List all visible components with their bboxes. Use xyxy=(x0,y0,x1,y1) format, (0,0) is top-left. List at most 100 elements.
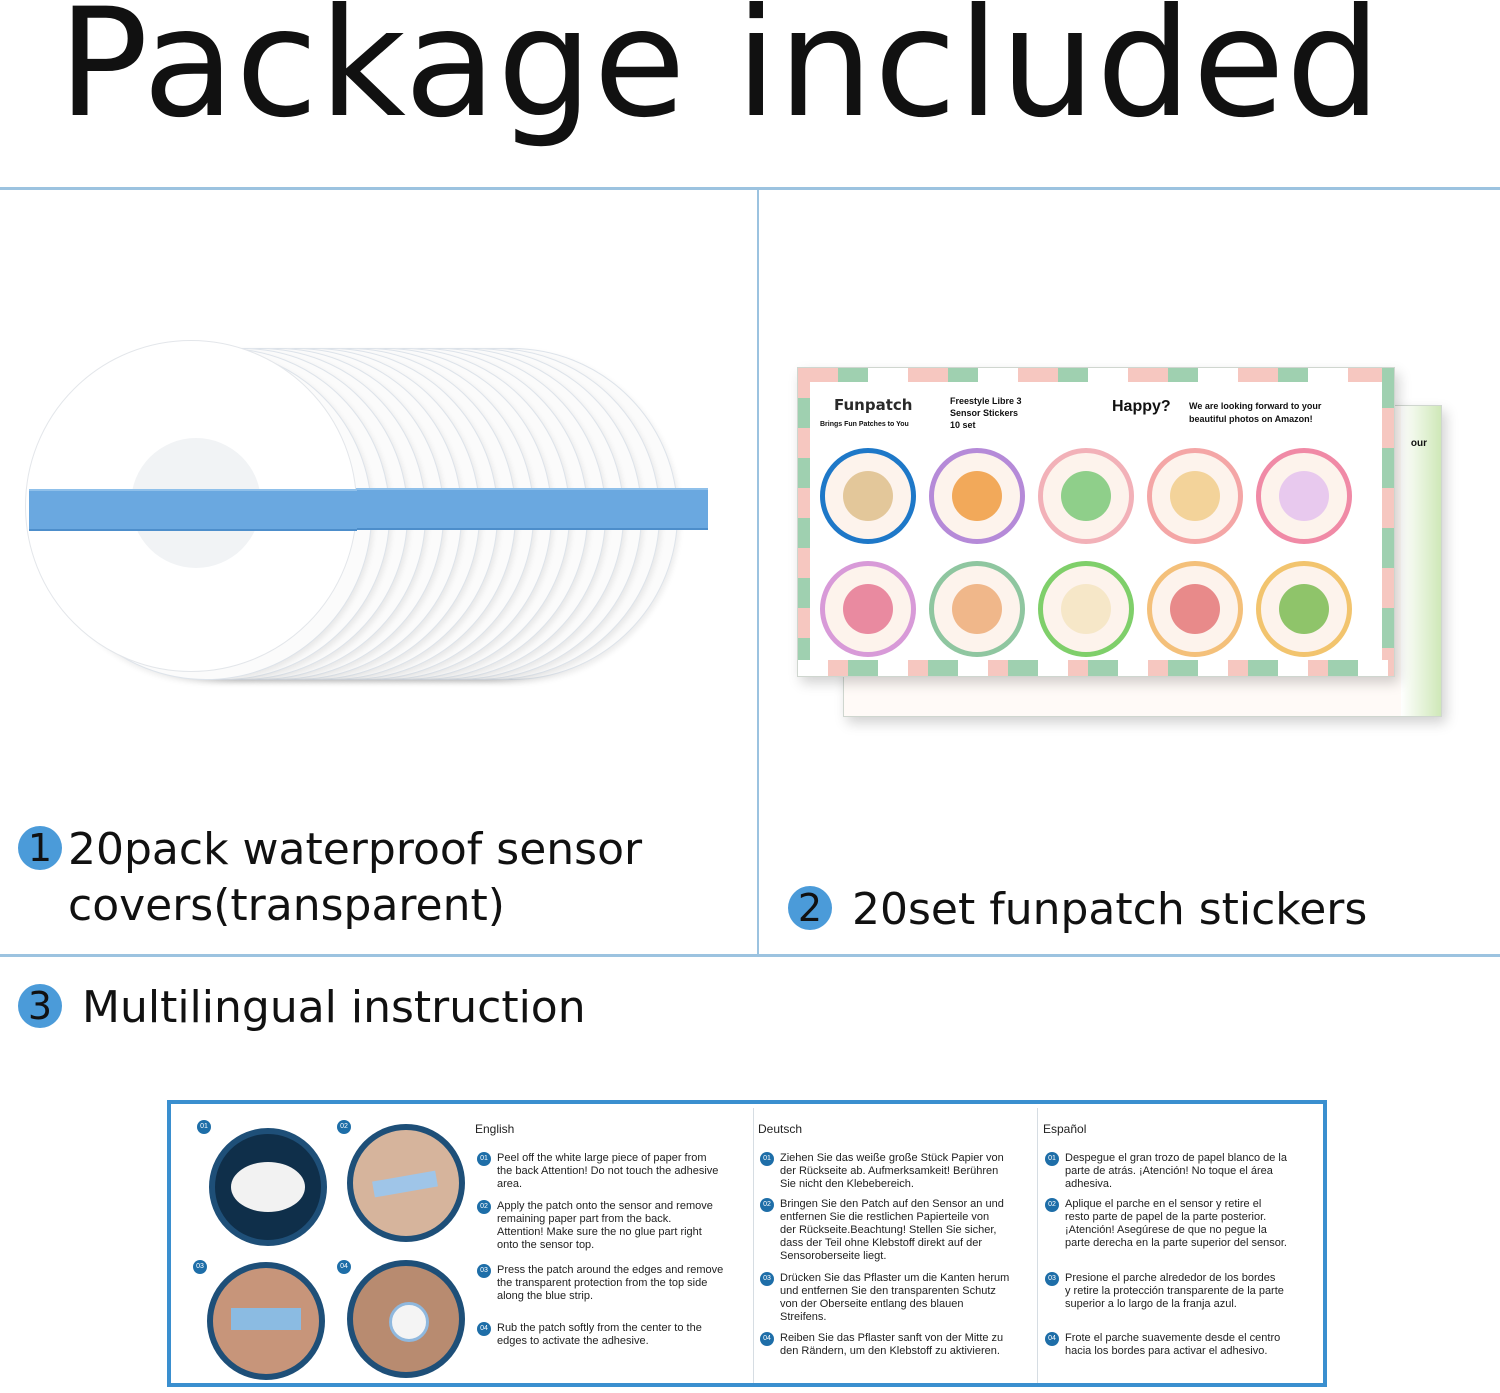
step-text-line: adhesiva. xyxy=(1065,1178,1113,1190)
middle-divider xyxy=(757,189,759,954)
step-text-line: Press the patch around the edges and rem… xyxy=(497,1264,724,1276)
step-text-line: Apply the patch onto the sensor and remo… xyxy=(497,1200,713,1212)
sheet-bottom-pattern xyxy=(798,660,1394,676)
step-text-line: hacia los bordes para activar el adhesiv… xyxy=(1065,1345,1268,1357)
message-line2: beautiful photos on Amazon! xyxy=(1189,414,1313,424)
step-text-line: parte de atrás. ¡Atención! No toque el á… xyxy=(1065,1165,1273,1177)
language-heading: Deutsch xyxy=(758,1122,803,1136)
step-text-line: Frote el parche suavemente desde el cent… xyxy=(1065,1332,1281,1344)
step-text-line: edges to activate the adhesive. xyxy=(497,1335,649,1347)
instruction-step: 02 Bringen Sie den Patch auf den Sensor a… xyxy=(760,1198,1042,1263)
step-number-badge: 04 xyxy=(1045,1332,1059,1346)
step-text-line: y retire la protección transparente de l… xyxy=(1065,1285,1284,1297)
instruction-step: 02 Apply the patch onto the sensor and re… xyxy=(477,1200,759,1252)
sticker-6 xyxy=(820,561,916,657)
page-title: Package included xyxy=(57,0,1383,151)
language-heading: Español xyxy=(1043,1122,1087,1136)
step-text-line: onto the sensor top. xyxy=(497,1239,595,1251)
happy-text: Happy? xyxy=(1112,398,1171,415)
front-sensor-cover xyxy=(25,340,357,672)
instruction-step: 01 Despegue el gran trozo de papel blanco… xyxy=(1045,1152,1327,1191)
photo-tag-4: 04 xyxy=(337,1260,351,1274)
step-text-line: der Rückseite.Beachtung! Stellen Sie sic… xyxy=(780,1224,997,1236)
instruction-step: 02 Aplique el parche en el sensor y retir… xyxy=(1045,1198,1327,1250)
step-text-line: Streifens. xyxy=(780,1311,827,1323)
photo-tag-1: 01 xyxy=(197,1120,211,1134)
step-text-line: parte derecha en la parte superior del s… xyxy=(1065,1237,1287,1249)
step-number-badge: 02 xyxy=(1045,1198,1059,1212)
sheet-left-pattern xyxy=(798,368,810,676)
message-line1: We are looking forward to your xyxy=(1189,401,1322,411)
step-text-line: Aplique el parche en el sensor y retire … xyxy=(1065,1198,1262,1210)
step-text-line: Attention! Make sure the no glue part ri… xyxy=(497,1226,702,1238)
sticker-character xyxy=(843,471,893,521)
step-text-line: den Rändern, um den Klebstoff zu aktivie… xyxy=(780,1345,1000,1357)
sticker-character xyxy=(1170,584,1220,634)
step-text-line: der Rückseite ab. Aufmerksamkeit! Berühr… xyxy=(780,1165,999,1177)
sticker-character xyxy=(1061,471,1111,521)
step-text-line: ¡Atención! Asegúrese de que no pegue la xyxy=(1065,1224,1267,1236)
sticker-2 xyxy=(929,448,1025,544)
sticker-3 xyxy=(1038,448,1134,544)
step-text-line: superior a lo largo de la franja azul. xyxy=(1065,1298,1237,1310)
item-2-caption: 2 20set funpatch stickers xyxy=(788,882,1367,938)
sticker-character xyxy=(1279,471,1329,521)
step-text-line: entfernen Sie die restlichen Papierteile… xyxy=(780,1211,990,1223)
step-number-badge: 02 xyxy=(477,1200,491,1214)
step-number-badge: 03 xyxy=(760,1272,774,1286)
sticker-character xyxy=(952,584,1002,634)
bottom-divider xyxy=(0,954,1500,957)
step-number-badge: 03 xyxy=(477,1264,491,1278)
step-number-badge: 01 xyxy=(477,1152,491,1166)
step-photo-apply xyxy=(347,1124,465,1242)
sticker-9 xyxy=(1147,561,1243,657)
sheet-back-peek-text: our xyxy=(1410,438,1427,449)
item-2-number: 2 xyxy=(788,886,832,930)
step-text-line: along the blue strip. xyxy=(497,1290,594,1302)
item-2-text: 20set funpatch stickers xyxy=(852,884,1368,935)
instruction-step: 03 Press the patch around the edges and r… xyxy=(477,1264,759,1303)
step-text-line: Sensoroberseite liegt. xyxy=(780,1250,887,1262)
product-line1: Freestyle Libre 3 xyxy=(950,396,1022,406)
brand-tagline: Brings Fun Patches to You xyxy=(820,421,909,428)
step-number-badge: 02 xyxy=(760,1198,774,1212)
item-1-number: 1 xyxy=(18,826,62,870)
instruction-step: 04 Frote el parche suavemente desde el ce… xyxy=(1045,1332,1327,1358)
step-text-line: und entfernen Sie den transparenten Schu… xyxy=(780,1285,996,1297)
sensor-covers-image xyxy=(20,340,740,690)
item-1-line1: 20pack waterproof sensor xyxy=(68,824,643,875)
step-photo-rub xyxy=(347,1260,465,1378)
step-text-line: resto parte de papel de la parte posteri… xyxy=(1065,1211,1267,1223)
sheet-back-leaf-edge xyxy=(1401,406,1441,716)
sticker-character xyxy=(952,471,1002,521)
photo-tag-2: 02 xyxy=(337,1120,351,1134)
sheet-right-pattern xyxy=(1382,368,1394,676)
step-text-line: Despegue el gran trozo de papel blanco d… xyxy=(1065,1152,1287,1164)
step-number-badge: 04 xyxy=(760,1332,774,1346)
front-blue-strip xyxy=(29,489,357,531)
step-text-line: Rub the patch softly from the center to … xyxy=(497,1322,702,1334)
step-text-line: Bringen Sie den Patch auf den Sensor an … xyxy=(780,1198,1004,1210)
step-photo-peel xyxy=(209,1128,327,1246)
sticker-1 xyxy=(820,448,916,544)
sticker-sheet-front: Funpatch Brings Fun Patches to You Frees… xyxy=(797,367,1395,677)
sticker-7 xyxy=(929,561,1025,657)
step-text-line: dass der Teil ohne Klebstoff direkt auf … xyxy=(780,1237,982,1249)
sticker-5 xyxy=(1256,448,1352,544)
item-1-line2: covers(transparent) xyxy=(68,880,505,931)
step-number-badge: 03 xyxy=(1045,1272,1059,1286)
column-separator-1 xyxy=(753,1108,754,1383)
sticker-8 xyxy=(1038,561,1134,657)
item-3-caption: 3 Multilingual instruction xyxy=(18,980,586,1036)
sticker-character xyxy=(1170,471,1220,521)
step-photo-press xyxy=(207,1262,325,1380)
step-number-badge: 01 xyxy=(1045,1152,1059,1166)
sticker-10 xyxy=(1256,561,1352,657)
step-text-line: Ziehen Sie das weiße große Stück Papier … xyxy=(780,1152,1004,1164)
item-3-text: Multilingual instruction xyxy=(82,982,586,1033)
